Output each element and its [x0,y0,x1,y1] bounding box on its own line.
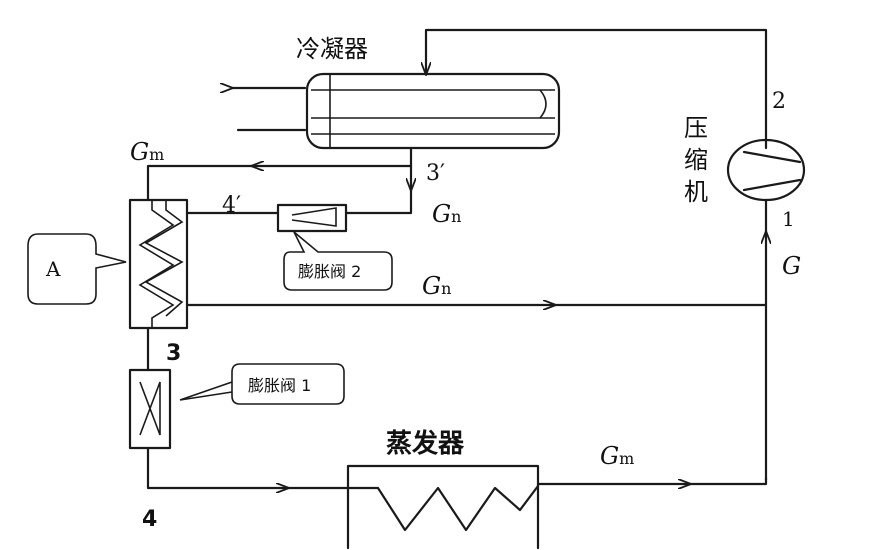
evaporator-outlet-right [688,476,768,486]
callout-valve-2 [283,231,393,291]
flow-gm-top: Gm [130,138,164,166]
callout-valve-1 [179,363,345,405]
valve1-label: 膨胀阀 1 [248,376,311,395]
flow-g-compressor: G [782,252,801,280]
point-4-prime: 4′ [222,193,241,218]
box-a-label: A [45,257,61,281]
flow-gn-low: Gn [422,272,451,300]
point-3: 3 [166,341,181,366]
flow-gm-bottom: Gm [600,442,634,470]
compressor-label-2: 缩 [684,146,708,174]
evaporator-label: 蒸发器 [386,428,465,459]
point-3-prime: 3′ [426,161,445,186]
point-4: 4 [142,507,157,532]
expansion-valve-2 [276,203,348,233]
point-1: 1 [782,207,795,231]
expansion-valve-1 [128,368,172,450]
flow-gn-mid: Gn [432,200,461,228]
branch-to-valve2 [345,188,413,215]
valve1-to-evaporator [146,446,288,488]
valve2-label: 膨胀阀 2 [298,262,361,281]
callout-a [27,233,127,305]
discharge-line [426,28,768,150]
main-liquid-line-left [146,164,254,202]
condenser [305,72,561,150]
evaporator [346,464,540,550]
compressor-label-3: 机 [684,178,708,206]
compressor-label-1: 压 [684,114,708,142]
point-2: 2 [772,89,786,114]
condenser-label: 冷凝器 [296,35,368,63]
heat-exchanger-a [128,198,189,330]
